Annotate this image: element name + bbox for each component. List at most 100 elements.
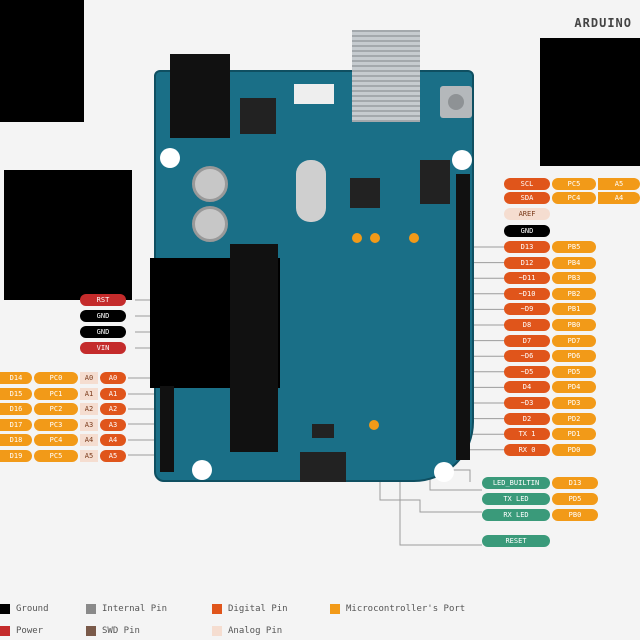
digital-port-9: PD4 bbox=[552, 381, 596, 394]
led-3 bbox=[409, 233, 419, 243]
legend-label-4: Power bbox=[16, 626, 44, 636]
mounting-hole-4 bbox=[434, 462, 454, 482]
analog-port-0: PC0 bbox=[34, 372, 78, 384]
analog-digital-2: D16 bbox=[0, 403, 32, 415]
led-1 bbox=[352, 233, 362, 243]
legend-swatch-5 bbox=[86, 626, 96, 636]
digital-header bbox=[456, 174, 470, 460]
power-pin-3: VIN bbox=[80, 342, 126, 354]
analog-num-4: A4 bbox=[100, 434, 126, 446]
legend-swatch-1 bbox=[86, 604, 96, 614]
legend-item-4: Power bbox=[0, 626, 43, 636]
legend-item-1: Internal Pin bbox=[86, 604, 167, 614]
top-left-block bbox=[0, 0, 84, 122]
legend-label-1: Internal Pin bbox=[102, 604, 168, 614]
digital-top-alt-1: A4 bbox=[598, 192, 640, 204]
gnd-pin: GND bbox=[504, 225, 550, 237]
digital-num-8: ~D5 bbox=[504, 365, 550, 378]
analog-digital-1: D15 bbox=[0, 387, 32, 400]
digital-num-12: TX 1 bbox=[504, 428, 550, 441]
legend-item-0: Ground bbox=[0, 604, 49, 614]
power-header bbox=[160, 386, 174, 472]
analog-port-2: PC2 bbox=[34, 403, 78, 415]
digital-port-5: PB0 bbox=[552, 319, 596, 331]
bottom-label-0: LED_BUILTIN bbox=[482, 477, 550, 489]
right-block bbox=[540, 38, 640, 166]
digital-num-5: D8 bbox=[504, 319, 550, 331]
crystal bbox=[296, 160, 326, 222]
digital-port-3: PB2 bbox=[552, 287, 596, 300]
icsp-header-bottom bbox=[300, 452, 346, 482]
analog-num-3: A3 bbox=[100, 418, 126, 431]
power-pin-1: GND bbox=[80, 310, 126, 322]
digital-top-alt-0: A5 bbox=[598, 178, 640, 190]
analog-num-0: A0 bbox=[100, 372, 126, 384]
legend-item-3: Microcontroller's Port bbox=[330, 604, 465, 614]
digital-num-0: D13 bbox=[504, 241, 550, 253]
analog-digital-4: D18 bbox=[0, 434, 32, 446]
reset-label: RESET bbox=[482, 535, 550, 547]
digital-num-7: ~D6 bbox=[504, 350, 550, 363]
microcontroller-socket bbox=[230, 244, 278, 452]
digital-top-label-1: SDA bbox=[504, 192, 550, 204]
legend-swatch-3 bbox=[330, 604, 340, 614]
legend-swatch-4 bbox=[0, 626, 10, 636]
usb-connector bbox=[352, 30, 420, 122]
digital-num-10: ~D3 bbox=[504, 397, 550, 409]
digital-top-port-1: PC4 bbox=[552, 192, 596, 204]
digital-port-10: PD3 bbox=[552, 397, 596, 409]
digital-port-12: PD1 bbox=[552, 428, 596, 441]
digital-port-7: PD6 bbox=[552, 350, 596, 363]
power-jack bbox=[170, 54, 230, 138]
digital-num-6: D7 bbox=[504, 334, 550, 347]
bottom-label-2: RX LED bbox=[482, 509, 550, 521]
analog-pin-0: A0 bbox=[80, 372, 98, 384]
digital-num-11: D2 bbox=[504, 412, 550, 425]
digital-num-1: D12 bbox=[504, 256, 550, 269]
analog-port-3: PC3 bbox=[34, 418, 78, 431]
led-4 bbox=[369, 420, 379, 430]
digital-num-3: ~D10 bbox=[504, 287, 550, 300]
digital-num-2: ~D11 bbox=[504, 272, 550, 285]
digital-top-port-0: PC5 bbox=[552, 178, 596, 190]
reset-button bbox=[440, 86, 472, 118]
analog-num-5: A5 bbox=[100, 449, 126, 462]
legend-label-6: Analog Pin bbox=[228, 626, 283, 636]
capacitor-1 bbox=[192, 166, 228, 202]
bottom-port-1: PD5 bbox=[552, 493, 598, 505]
regulator bbox=[240, 98, 276, 134]
digital-num-9: D4 bbox=[504, 381, 550, 394]
digital-num-13: RX 0 bbox=[504, 443, 550, 456]
power-pin-0: RST bbox=[80, 294, 126, 306]
mounting-hole-1 bbox=[160, 148, 180, 168]
legend-label-5: SWD Pin bbox=[102, 626, 140, 636]
digital-num-4: ~D9 bbox=[504, 303, 550, 316]
analog-pin-5: A5 bbox=[80, 449, 98, 462]
digital-port-13: PD0 bbox=[552, 443, 596, 456]
icsp-header-top bbox=[420, 160, 450, 204]
aref-pin: AREF bbox=[504, 208, 550, 220]
legend-swatch-2 bbox=[212, 604, 222, 614]
left-block bbox=[4, 170, 132, 300]
digital-port-1: PB4 bbox=[552, 256, 596, 269]
legend-item-6: Analog Pin bbox=[212, 626, 282, 636]
analog-pin-2: A2 bbox=[80, 403, 98, 415]
mounting-hole-3 bbox=[192, 460, 212, 480]
digital-port-0: PB5 bbox=[552, 241, 596, 253]
legend-swatch-0 bbox=[0, 604, 10, 614]
analog-num-2: A2 bbox=[100, 403, 126, 415]
analog-port-1: PC1 bbox=[34, 387, 78, 400]
analog-pin-3: A3 bbox=[80, 418, 98, 431]
usb-chip bbox=[350, 178, 380, 208]
small-chip bbox=[294, 84, 334, 104]
legend-item-5: SWD Pin bbox=[86, 626, 140, 636]
analog-digital-5: D19 bbox=[0, 449, 32, 462]
digital-port-4: PB1 bbox=[552, 303, 596, 316]
digital-port-8: PD5 bbox=[552, 365, 596, 378]
analog-digital-3: D17 bbox=[0, 418, 32, 431]
legend-item-2: Digital Pin bbox=[212, 604, 288, 614]
smd-button bbox=[312, 424, 334, 438]
digital-top-label-0: SCL bbox=[504, 178, 550, 190]
digital-port-6: PD7 bbox=[552, 334, 596, 347]
bottom-port-2: PB0 bbox=[552, 509, 598, 521]
